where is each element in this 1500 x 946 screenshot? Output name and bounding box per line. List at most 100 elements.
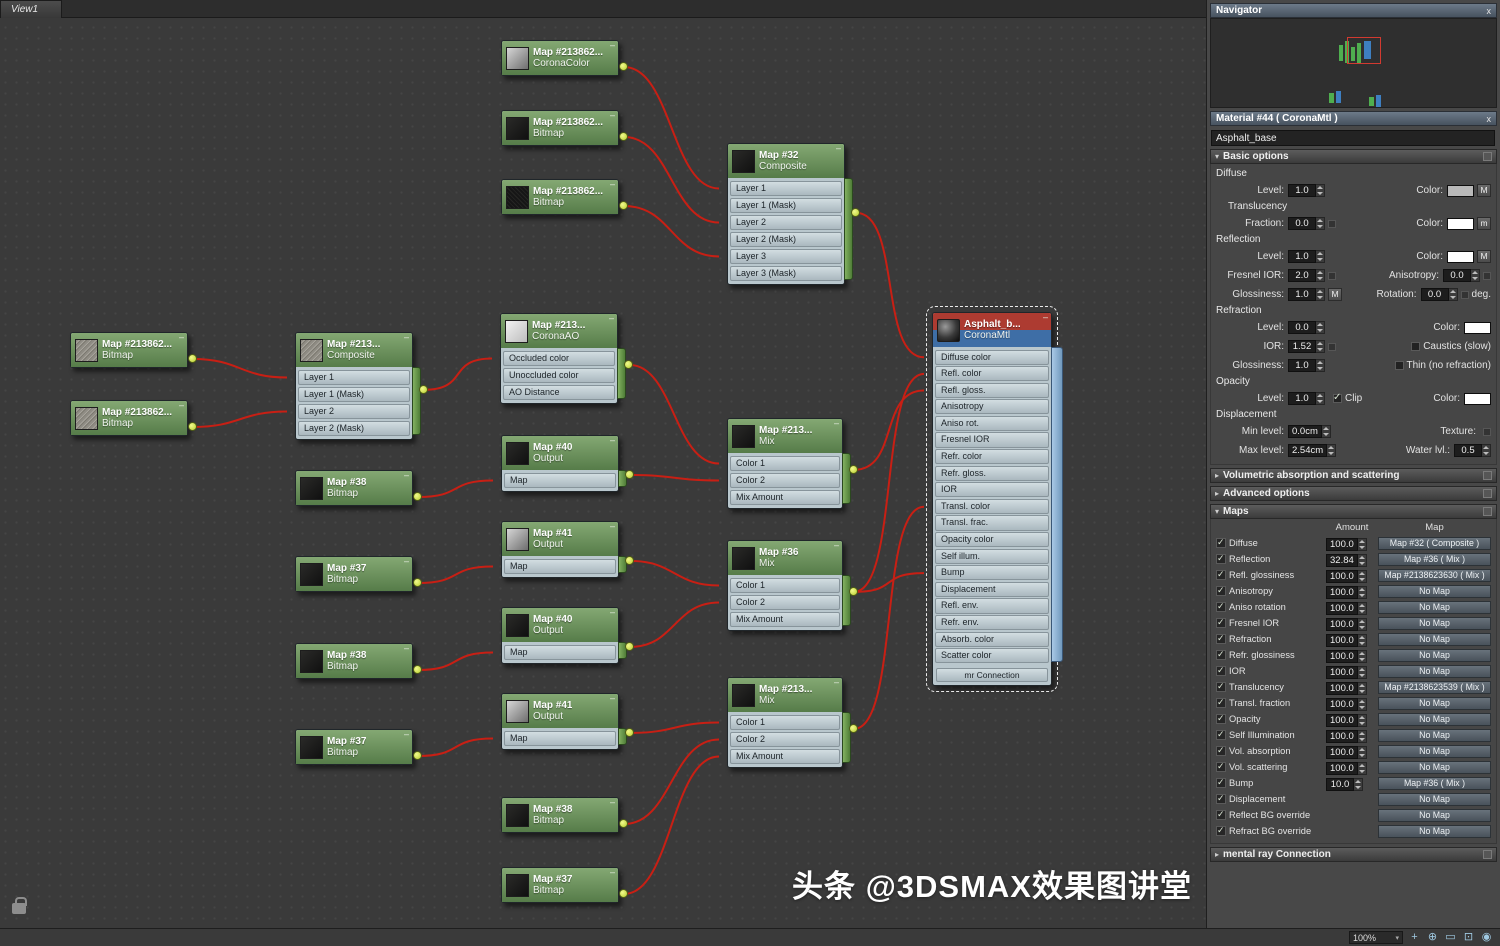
node-slot[interactable]: Transl. color bbox=[935, 498, 1049, 514]
node-slot[interactable]: Color 2 bbox=[730, 472, 840, 488]
opacity-level-spinner[interactable]: 1.0 bbox=[1288, 392, 1325, 405]
navigator-view-rectangle[interactable] bbox=[1347, 37, 1381, 64]
reflection-color-swatch[interactable] bbox=[1447, 250, 1474, 263]
map-amount-spinner[interactable]: 100.0 bbox=[1326, 586, 1367, 599]
node-slot[interactable]: Refl. env. bbox=[935, 598, 1049, 614]
node-slot[interactable]: Layer 2 bbox=[730, 214, 842, 230]
node-slot[interactable]: Anisotropy bbox=[935, 399, 1049, 415]
node-slot[interactable]: Color 1 bbox=[730, 577, 840, 593]
collapse-icon[interactable]: – bbox=[833, 418, 839, 428]
map-enable-checkbox[interactable] bbox=[1216, 809, 1226, 820]
rollout-maps[interactable]: ▾ Maps bbox=[1210, 504, 1497, 519]
node-bm2[interactable]: Map #213862...Bitmap– bbox=[501, 179, 619, 215]
node-slot[interactable]: Layer 3 (Mask) bbox=[730, 265, 842, 281]
node-slot[interactable]: Color 2 bbox=[730, 731, 840, 747]
rollout-advanced[interactable]: ▸ Advanced options bbox=[1210, 486, 1497, 501]
node-slot[interactable]: Map bbox=[504, 730, 616, 746]
node-slot[interactable]: Color 1 bbox=[730, 714, 840, 730]
node-slot[interactable]: Refl. gloss. bbox=[935, 382, 1049, 398]
collapse-icon[interactable]: – bbox=[178, 332, 184, 342]
rollout-pin-icon[interactable] bbox=[1483, 471, 1492, 480]
node-bmL1[interactable]: Map #213862...Bitmap– bbox=[70, 332, 188, 368]
output-port-icon[interactable] bbox=[625, 555, 634, 565]
output-port-icon[interactable] bbox=[849, 723, 858, 733]
collapse-icon[interactable]: – bbox=[1042, 312, 1048, 322]
collapse-icon[interactable]: – bbox=[609, 521, 615, 531]
anisotropy-map-box[interactable] bbox=[1483, 271, 1491, 280]
map-amount-spinner[interactable]: 100.0 bbox=[1326, 634, 1367, 647]
node-slot[interactable]: Mix Amount bbox=[730, 748, 840, 764]
collapse-icon[interactable]: – bbox=[833, 677, 839, 687]
glossiness-map-button[interactable]: M bbox=[1328, 288, 1342, 301]
output-bar[interactable] bbox=[842, 712, 851, 763]
collapse-icon[interactable]: – bbox=[608, 313, 614, 323]
node-slot[interactable]: Layer 1 bbox=[298, 369, 410, 385]
node-cc[interactable]: Map #213862...CoronaColor– bbox=[501, 40, 619, 76]
node-slot[interactable]: Layer 3 bbox=[730, 248, 842, 264]
output-port-icon[interactable] bbox=[413, 665, 422, 674]
fraction-map-box[interactable] bbox=[1328, 219, 1336, 228]
node-slot[interactable]: Bump bbox=[935, 565, 1049, 581]
tab-view1[interactable]: View1 bbox=[0, 0, 62, 18]
collapse-icon[interactable]: – bbox=[178, 400, 184, 410]
collapse-icon[interactable]: – bbox=[609, 179, 615, 189]
min-level-spinner[interactable]: 0.0cm bbox=[1288, 425, 1331, 438]
output-port-icon[interactable] bbox=[619, 201, 628, 210]
output-port-icon[interactable] bbox=[849, 586, 858, 596]
collapse-icon[interactable]: – bbox=[609, 867, 615, 877]
node-header[interactable]: Map #213...Mix– bbox=[728, 678, 842, 712]
output-port-icon[interactable] bbox=[619, 819, 628, 828]
node-bmL2[interactable]: Map #213862...Bitmap– bbox=[70, 400, 188, 436]
map-slot-button[interactable]: Map #2138623630 ( Mix ) bbox=[1378, 568, 1491, 582]
output-port-icon[interactable] bbox=[188, 422, 197, 431]
map-enable-checkbox[interactable] bbox=[1216, 617, 1226, 628]
rollout-pin-icon[interactable] bbox=[1483, 507, 1492, 516]
refraction-level-spinner[interactable]: 0.0 bbox=[1288, 321, 1325, 334]
map-amount-spinner[interactable]: 100.0 bbox=[1326, 682, 1367, 695]
map-enable-checkbox[interactable] bbox=[1216, 729, 1226, 740]
node-slot[interactable]: Mix Amount bbox=[730, 611, 840, 627]
opacity-color-swatch[interactable] bbox=[1464, 392, 1491, 405]
output-port-icon[interactable] bbox=[419, 384, 428, 394]
map-amount-spinner[interactable]: 10.0 bbox=[1326, 778, 1363, 791]
map-enable-checkbox[interactable] bbox=[1216, 761, 1226, 772]
node-graph[interactable]: 头条 @3DSMAX效果图讲堂 Map #213862...CoronaColo… bbox=[0, 0, 1206, 928]
node-slot[interactable]: Layer 2 bbox=[298, 403, 410, 419]
map-slot-button[interactable]: No Map bbox=[1378, 600, 1491, 614]
map-enable-checkbox[interactable] bbox=[1216, 553, 1226, 564]
refr-glossiness-spinner[interactable]: 1.0 bbox=[1288, 359, 1325, 372]
rotation-map-box[interactable] bbox=[1460, 290, 1469, 299]
map-enable-checkbox[interactable] bbox=[1216, 713, 1226, 724]
output-port-icon[interactable] bbox=[413, 492, 422, 501]
navigator-preview[interactable] bbox=[1210, 18, 1497, 108]
node-slot[interactable]: Layer 2 (Mask) bbox=[730, 231, 842, 247]
node-slot[interactable]: Layer 1 bbox=[730, 180, 842, 196]
output-port-icon[interactable] bbox=[619, 889, 628, 898]
node-slot[interactable]: Self illum. bbox=[935, 548, 1049, 564]
node-slot[interactable]: Aniso rot. bbox=[935, 415, 1049, 431]
map-enable-checkbox[interactable] bbox=[1216, 681, 1226, 692]
output-port-icon[interactable] bbox=[188, 354, 197, 363]
map-enable-checkbox[interactable] bbox=[1216, 601, 1226, 612]
output-port-icon[interactable] bbox=[849, 464, 858, 474]
reflection-map-button[interactable]: M bbox=[1477, 250, 1491, 263]
collapse-icon[interactable]: – bbox=[833, 540, 839, 550]
node-slot[interactable]: Occluded color bbox=[503, 350, 615, 366]
map-enable-checkbox[interactable] bbox=[1216, 665, 1226, 676]
anisotropy-spinner[interactable]: 0.0 bbox=[1443, 269, 1480, 282]
map-slot-button[interactable]: No Map bbox=[1378, 760, 1491, 774]
node-slot[interactable]: Color 1 bbox=[730, 455, 840, 471]
ior-spinner[interactable]: 1.52 bbox=[1288, 340, 1325, 353]
navigator-titlebar[interactable]: Navigator x bbox=[1210, 3, 1497, 18]
output-port-icon[interactable] bbox=[625, 641, 634, 651]
output-port-icon[interactable] bbox=[413, 578, 422, 587]
node-slot[interactable]: Map bbox=[504, 644, 616, 660]
collapse-icon[interactable]: – bbox=[403, 556, 409, 566]
node-slot[interactable]: Scatter color bbox=[935, 648, 1049, 664]
